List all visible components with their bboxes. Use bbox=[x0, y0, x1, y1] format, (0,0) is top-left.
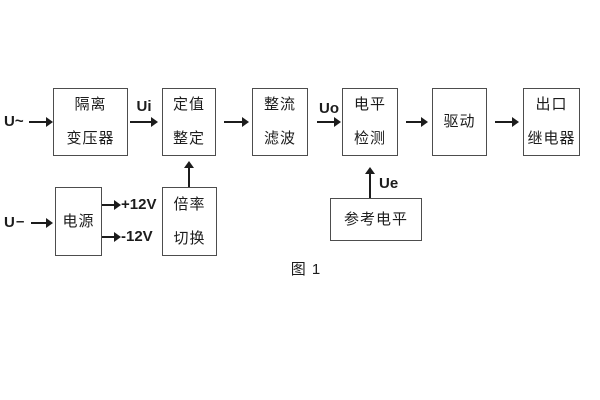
box-label: 隔离 bbox=[74, 96, 107, 113]
arrow-drive-to-relay bbox=[495, 117, 519, 127]
label-dc-dash: – bbox=[16, 213, 25, 230]
arrow-ue bbox=[365, 167, 375, 198]
figure-caption: 图 1 bbox=[290, 261, 322, 278]
box-ratio-switching: 倍率 切换 bbox=[162, 187, 217, 256]
box-label: 继电器 bbox=[527, 130, 576, 147]
box-label: 电源 bbox=[62, 212, 95, 230]
label-ac-input: U~ bbox=[4, 113, 24, 130]
label-ue: Ue bbox=[379, 175, 399, 192]
box-label: 切换 bbox=[173, 229, 206, 247]
box-label: 整流 bbox=[263, 96, 296, 113]
arrow-ui bbox=[130, 117, 158, 127]
arrow-level-to-drive bbox=[406, 117, 428, 127]
box-label: 检测 bbox=[353, 130, 386, 147]
box-label: 倍率 bbox=[173, 195, 206, 213]
box-label: 参考电平 bbox=[343, 210, 408, 228]
box-drive: 驱动 bbox=[432, 88, 487, 156]
label-dc-input: U bbox=[4, 214, 15, 231]
box-label: 定值 bbox=[172, 96, 205, 113]
box-isolation-transformer: 隔离 变压器 bbox=[53, 88, 128, 156]
box-label: 变压器 bbox=[66, 130, 115, 147]
arrow-dc-input bbox=[31, 218, 53, 228]
arrow-plus-12v bbox=[102, 200, 121, 210]
label-ui: Ui bbox=[136, 98, 152, 115]
box-label: 电平 bbox=[353, 96, 386, 113]
arrow-uo bbox=[317, 117, 341, 127]
box-value-setting: 定值 整定 bbox=[162, 88, 216, 156]
arrow-minus-12v bbox=[102, 232, 121, 242]
box-output-relay: 出口 继电器 bbox=[523, 88, 580, 156]
box-reference-level: 参考电平 bbox=[330, 198, 422, 241]
box-label: 整定 bbox=[172, 130, 205, 147]
label-minus-12v: -12V bbox=[121, 228, 153, 245]
arrow-ratio-to-setting bbox=[184, 161, 194, 187]
arrow-ac-input bbox=[29, 117, 53, 127]
arrow-setting-to-rectifier bbox=[224, 117, 249, 127]
label-plus-12v: +12V bbox=[121, 196, 157, 213]
box-rectifier-filter: 整流 滤波 bbox=[252, 88, 308, 156]
box-label: 出口 bbox=[535, 96, 568, 113]
box-power-supply: 电源 bbox=[55, 187, 102, 256]
label-uo: Uo bbox=[319, 100, 339, 117]
box-level-detection: 电平 检测 bbox=[342, 88, 398, 156]
box-label: 驱动 bbox=[443, 113, 476, 130]
box-label: 滤波 bbox=[263, 130, 296, 147]
